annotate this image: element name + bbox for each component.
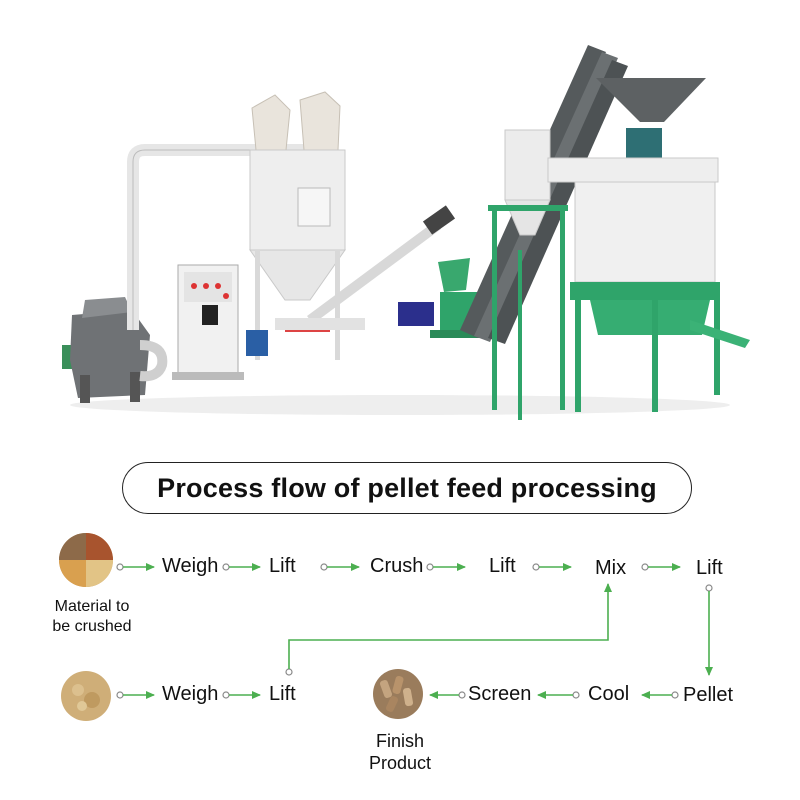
step-lift-2: Lift (489, 555, 516, 577)
step-lift-4: Lift (269, 683, 296, 705)
step-lift-3: Lift (696, 557, 723, 579)
diagram-title: Process flow of pellet feed processing (122, 462, 692, 514)
cooler-icon (547, 78, 750, 412)
source-caption-line1: Material to (54, 598, 130, 615)
step-weigh-1: Weigh (162, 555, 219, 577)
screw-conveyor-icon (275, 205, 456, 330)
finished-pellets-icon (373, 669, 423, 719)
bucket-elevator-icon (460, 45, 628, 420)
step-crush: Crush (370, 555, 424, 577)
step-lift-1: Lift (269, 555, 296, 577)
pellet-mill-icon (398, 258, 505, 338)
step-mix: Mix (595, 557, 627, 579)
additive-material-icon (61, 671, 111, 721)
step-cool: Cool (588, 683, 630, 705)
hammer-mill-icon (62, 297, 168, 403)
raw-material-mix-icon (59, 533, 113, 587)
source-caption: Material to be crushed (40, 597, 144, 637)
product-caption-line1: Finish (375, 731, 424, 751)
product-caption-line2: Product (368, 753, 432, 773)
step-pellet: Pellet (683, 684, 734, 706)
source-caption-line2: be crushed (52, 618, 132, 635)
control-cabinet-icon (172, 264, 244, 380)
product-caption: Finish Product (350, 730, 450, 774)
mixer-silo-icon (246, 91, 346, 360)
production-line-illustration (62, 45, 750, 420)
step-weigh-2: Weigh (162, 683, 219, 705)
step-screen: Screen (468, 683, 532, 705)
